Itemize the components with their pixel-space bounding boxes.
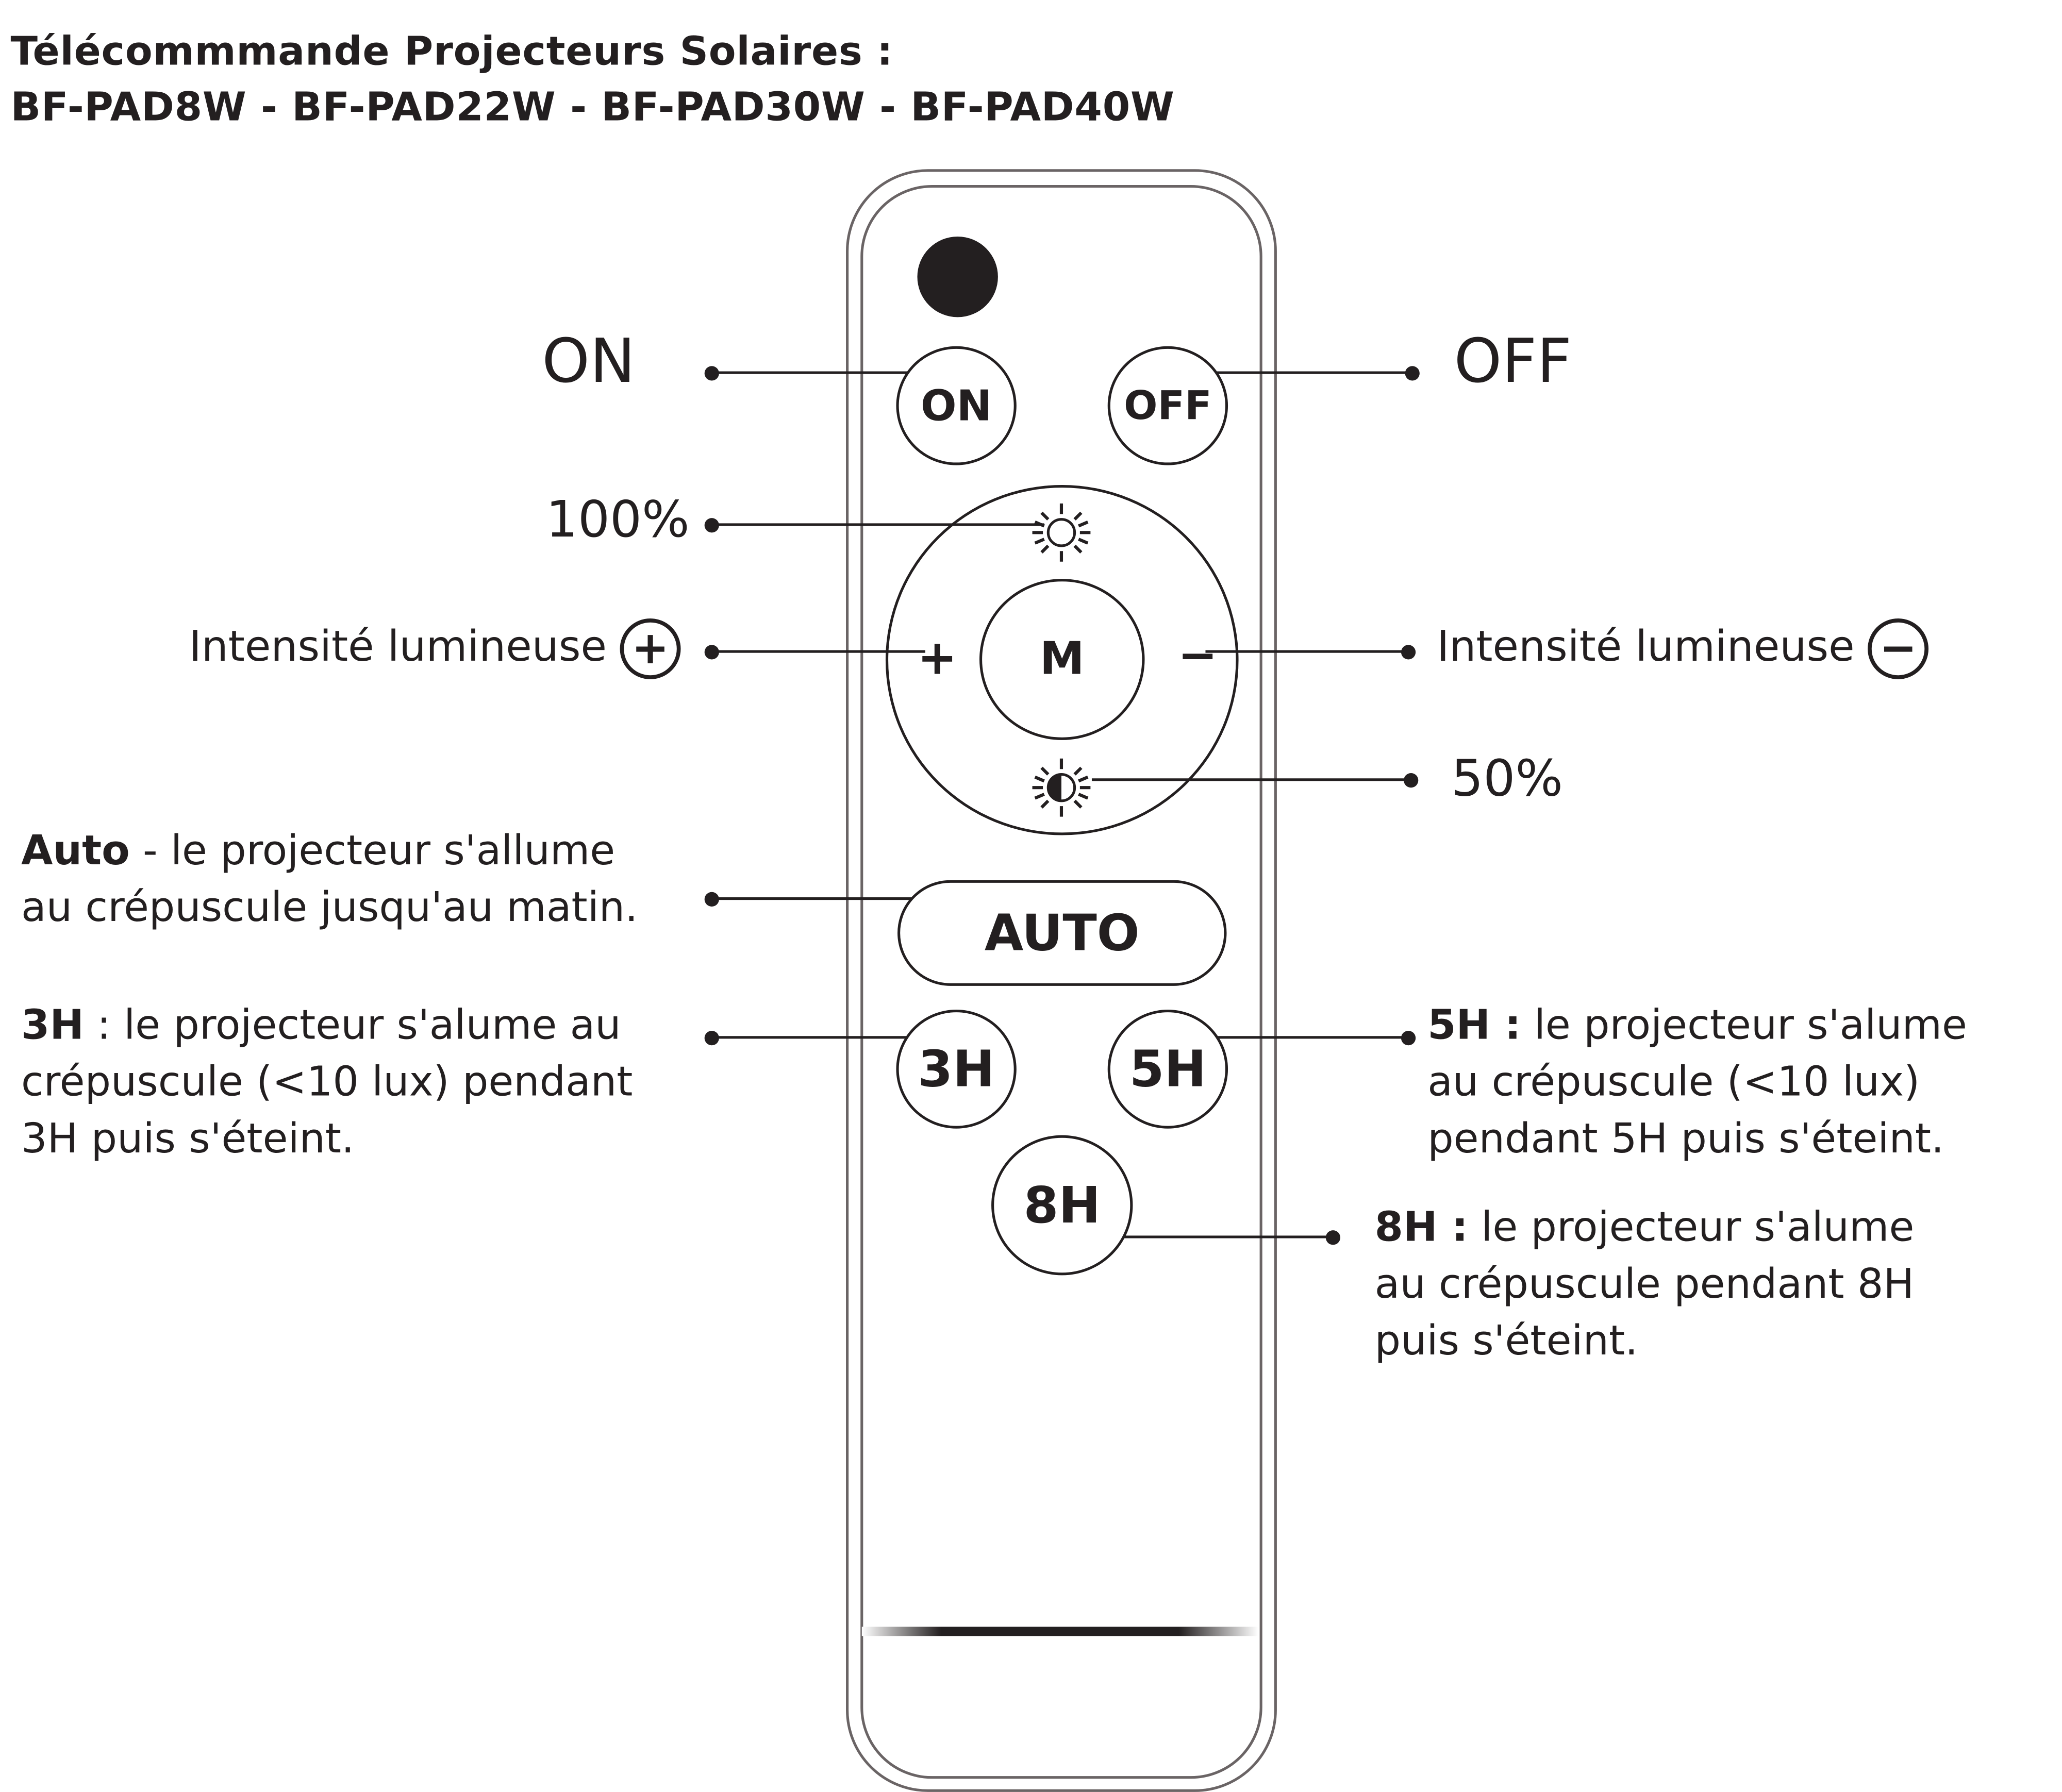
label-8h-line1: le projecteur s'alume xyxy=(1468,1203,1915,1252)
intensity-plus-button[interactable]: + xyxy=(917,631,957,686)
leader-line xyxy=(1101,1235,1333,1238)
label-3h-line1: : le projecteur s'alume au xyxy=(84,1001,621,1049)
intensity-minus-button[interactable]: − xyxy=(1177,629,1218,683)
leader-dot xyxy=(1325,1230,1340,1245)
leader-dot xyxy=(704,645,719,660)
label-50-percent: 50% xyxy=(1451,749,1563,808)
8h-button[interactable]: 8H xyxy=(991,1135,1133,1276)
remote-body-inner xyxy=(860,185,1262,1779)
label-8h-title: 8H : xyxy=(1374,1203,1468,1252)
label-auto-line1: - le projecteur s'allume xyxy=(129,827,616,875)
label-on: ON xyxy=(542,325,636,397)
label-5h-line3: pendant 5H puis s'éteint. xyxy=(1427,1115,1944,1163)
leader-line xyxy=(711,650,925,653)
label-3h-line2: crépuscule (<10 lux) pendant xyxy=(21,1058,633,1107)
off-button[interactable]: OFF xyxy=(1107,346,1228,465)
on-button[interactable]: ON xyxy=(896,346,1017,465)
5h-button-label: 5H xyxy=(1129,1040,1207,1098)
dimmer-ring xyxy=(885,485,1239,835)
off-button-label: OFF xyxy=(1124,382,1212,429)
label-8h-line2: au crépuscule pendant 8H xyxy=(1374,1261,1915,1309)
label-3h-line3: 3H puis s'éteint. xyxy=(21,1115,355,1163)
8h-button-label: 8H xyxy=(1023,1176,1101,1234)
3h-button-label: 3H xyxy=(918,1040,995,1098)
label-5h-line1: le projecteur s'alume xyxy=(1521,1001,1967,1049)
label-auto: Auto - le projecteur s'allume au crépusc… xyxy=(21,823,638,937)
sun-full-icon[interactable] xyxy=(1029,501,1093,564)
label-intensity-minus-text: Intensité lumineuse xyxy=(1437,621,1855,672)
sun-half-icon[interactable] xyxy=(1029,756,1093,819)
mode-button[interactable]: M xyxy=(979,579,1145,740)
leader-dot xyxy=(704,892,719,907)
leader-line xyxy=(1213,371,1412,374)
leader-line xyxy=(1205,650,1408,653)
leader-line xyxy=(711,371,929,374)
leader-dot xyxy=(704,366,719,381)
5h-button[interactable]: 5H xyxy=(1107,1009,1228,1129)
label-auto-line2: au crépuscule jusqu'au matin. xyxy=(21,884,638,932)
label-3h: 3H : le projecteur s'alume au crépuscule… xyxy=(21,998,633,1168)
on-button-label: ON xyxy=(920,380,992,431)
leader-dot xyxy=(1405,366,1420,381)
auto-button[interactable]: AUTO xyxy=(897,880,1227,986)
title-line-1: Télécommmande Projecteurs Solaires : xyxy=(10,29,893,76)
leader-line xyxy=(1189,1036,1408,1039)
label-5h-line2: au crépuscule (<10 lux) xyxy=(1427,1058,1920,1107)
leader-line xyxy=(711,1036,929,1039)
leader-dot xyxy=(1404,773,1419,788)
title-line-2: BF-PAD8W - BF-PAD22W - BF-PAD30W - BF-PA… xyxy=(10,85,1175,131)
label-5h-title: 5H : xyxy=(1427,1001,1521,1049)
label-100-percent: 100% xyxy=(545,490,690,549)
label-8h: 8H : le projecteur s'alume au crépuscule… xyxy=(1375,1200,1915,1370)
label-intensity-plus-text: Intensité lumineuse xyxy=(189,621,607,672)
label-5h: 5H : le projecteur s'alume au crépuscule… xyxy=(1427,998,1967,1168)
leader-dot xyxy=(704,1030,719,1046)
leader-dot xyxy=(1401,1030,1416,1046)
label-intensity-plus: Intensité lumineuse + xyxy=(189,618,681,679)
leader-dot xyxy=(704,518,719,533)
leader-line xyxy=(1091,778,1410,781)
mode-button-label: M xyxy=(1039,633,1085,686)
minus-circle-icon: − xyxy=(1868,618,1929,679)
label-3h-title: 3H xyxy=(21,1001,84,1049)
plus-circle-icon: + xyxy=(620,618,681,679)
leader-dot xyxy=(1401,645,1416,660)
remote-bottom-bar xyxy=(861,1627,1259,1636)
sensor-icon xyxy=(917,236,998,317)
label-intensity-minus: Intensité lumineuse− xyxy=(1437,618,1929,679)
label-off: OFF xyxy=(1454,325,1572,397)
leader-line xyxy=(711,897,952,900)
label-8h-line3: puis s'éteint. xyxy=(1374,1317,1638,1365)
auto-button-label: AUTO xyxy=(984,903,1140,962)
label-auto-title: Auto xyxy=(21,827,130,875)
leader-line xyxy=(711,523,1044,526)
3h-button[interactable]: 3H xyxy=(896,1009,1017,1129)
